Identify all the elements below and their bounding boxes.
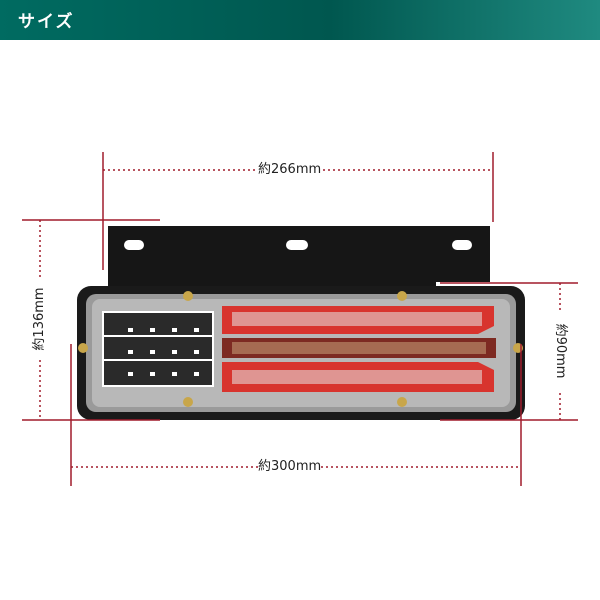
section-title: サイズ — [18, 12, 75, 32]
tail-light-diagram — [22, 152, 578, 486]
total-height-label: 約136mm — [32, 279, 48, 359]
red-light-bands — [222, 306, 496, 392]
dimension-lines — [22, 152, 578, 486]
white-led-module — [102, 311, 214, 387]
section-header: サイズ — [0, 0, 600, 40]
total-width-label: 約300mm — [258, 459, 322, 475]
mounting-bracket — [108, 226, 490, 288]
body-height-label: 約90mm — [552, 311, 568, 391]
bracket-width-label: 約266mm — [258, 162, 322, 178]
